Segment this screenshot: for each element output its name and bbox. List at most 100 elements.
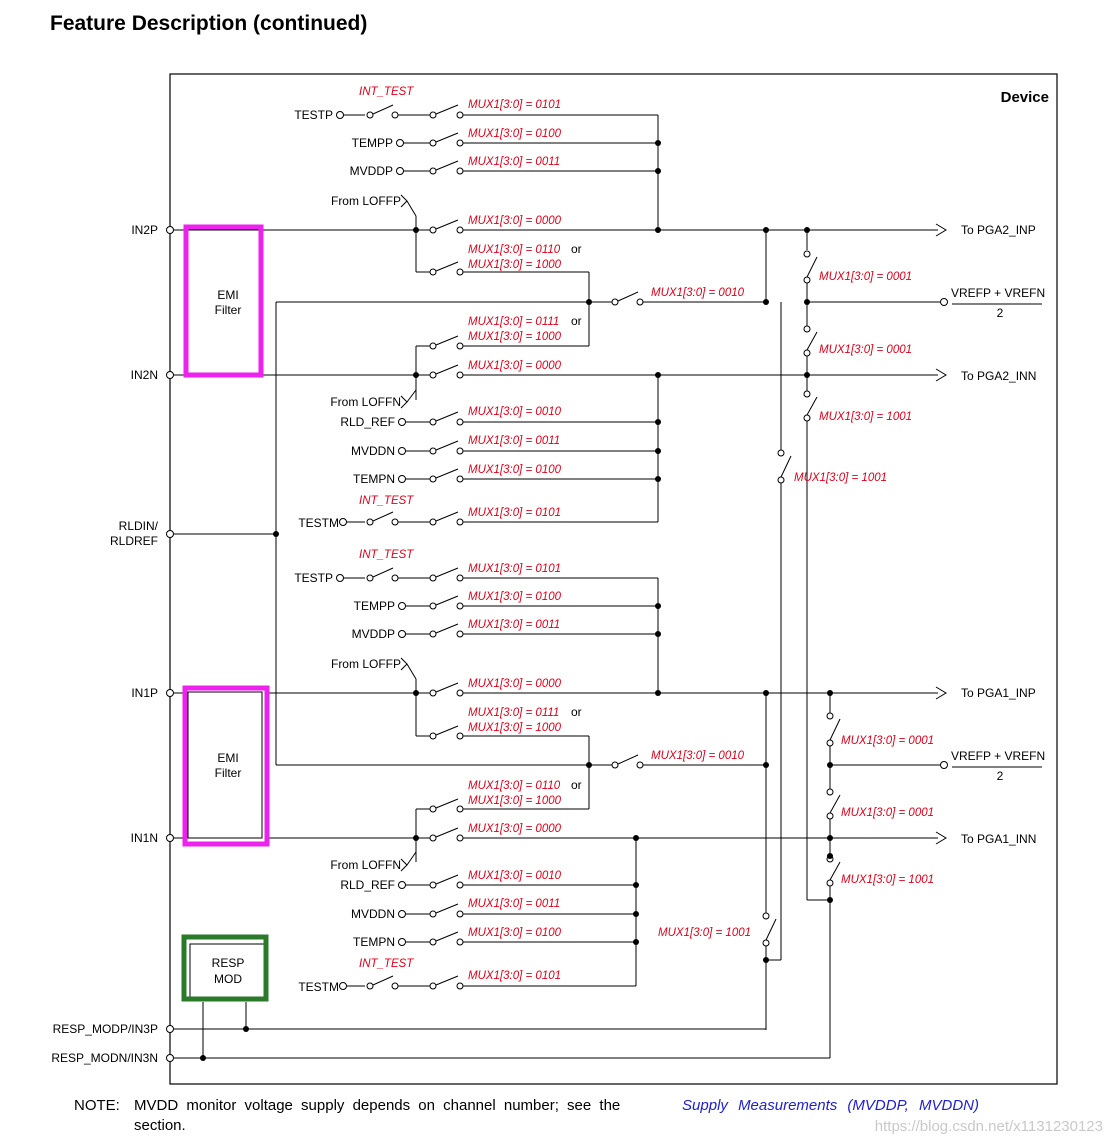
- switch-lever: [829, 718, 841, 741]
- switch-lever: [435, 975, 459, 986]
- pin-terminal: [940, 298, 948, 306]
- tempp-label: TEMPP: [352, 136, 393, 150]
- arrow-head: [935, 368, 947, 382]
- junction-dot: [804, 299, 810, 305]
- switch-contact: [456, 167, 464, 175]
- device-frame: [169, 73, 1058, 1085]
- pin-terminal: [398, 418, 406, 426]
- switch-contact: [429, 732, 437, 740]
- switch-contact: [429, 805, 437, 813]
- switch-contact: [826, 712, 834, 720]
- switch-lever: [435, 874, 459, 885]
- emi-filter-2-highlight: [183, 224, 264, 378]
- pin-terminal: [166, 689, 174, 697]
- emi-filter-1-label-1: EMI: [217, 751, 238, 765]
- mux-label: MUX1[3:0] = 0001: [841, 735, 934, 747]
- pin-terminal: [398, 475, 406, 483]
- mux-label: MUX1[3:0] = 0001: [819, 271, 912, 283]
- mux-label: MUX1[3:0] = 0101: [468, 970, 561, 982]
- highlight-boxes: [181, 224, 270, 1002]
- switch-contact: [456, 938, 464, 946]
- switch-contact: [456, 342, 464, 350]
- mux-label: MUX1[3:0] = 0101: [468, 563, 561, 575]
- junction-dot: [633, 911, 639, 917]
- switch-contact: [456, 418, 464, 426]
- switch-contact: [456, 805, 464, 813]
- switch-contact: [803, 250, 811, 258]
- output-label-pga2-inp: To PGA2_INP: [961, 223, 1036, 237]
- switch-contact: [429, 226, 437, 234]
- resp-mod-highlight: [181, 934, 269, 1002]
- switch-lever: [435, 567, 459, 578]
- switch-lever: [435, 827, 459, 838]
- junction-dot: [655, 476, 661, 482]
- switch-lever: [435, 798, 459, 809]
- switch-contact: [456, 689, 464, 697]
- switch-lever: [435, 595, 459, 606]
- switch-contact: [366, 574, 374, 582]
- switch-contact: [429, 689, 437, 697]
- switch-lever: [435, 335, 459, 346]
- switch-contact: [429, 518, 437, 526]
- switch-contact: [803, 276, 811, 284]
- int-test-label: INT_TEST: [359, 958, 414, 970]
- pin-label-in1n: IN1N: [131, 831, 158, 845]
- mux-label: MUX1[3:0] = 0000: [468, 823, 562, 835]
- switch-contact: [429, 268, 437, 276]
- switch-contact: [826, 812, 834, 820]
- wire: [406, 200, 417, 217]
- junction-dot: [827, 762, 833, 768]
- mux-label: MUX1[3:0] = 0000: [468, 678, 562, 690]
- junction-dot: [655, 603, 661, 609]
- switch-lever: [806, 331, 818, 351]
- mux-label: MUX1[3:0] = 0011: [468, 435, 560, 447]
- junction-dot: [586, 299, 592, 305]
- switch-contact: [456, 910, 464, 918]
- mux-label: MUX1[3:0] = 0011: [468, 156, 560, 168]
- junction-dot: [763, 690, 769, 696]
- supply-measurements-link[interactable]: Supply Measurements (MVDDP, MVDDN): [682, 1097, 979, 1114]
- junction-dot: [763, 299, 769, 305]
- mux-label: MUX1[3:0] = 0101: [468, 99, 561, 111]
- pin-terminal: [339, 518, 347, 526]
- switch-lever: [435, 931, 459, 942]
- mux-label: MUX1[3:0] = 0010: [651, 750, 745, 762]
- resp-mod-label-1: RESP: [212, 956, 245, 970]
- wires: [169, 73, 1058, 1085]
- pin-terminal: [166, 834, 174, 842]
- junction-dot: [633, 939, 639, 945]
- pin-terminal: [166, 226, 174, 234]
- note-head: NOTE:: [74, 1097, 120, 1114]
- mux-label: MUX1[3:0] = 0011: [468, 619, 560, 631]
- switch-contact: [429, 139, 437, 147]
- from-loffp-label: From LOFFP: [331, 194, 401, 208]
- junction-dot: [763, 957, 769, 963]
- vref-denominator: 2: [997, 769, 1004, 783]
- loff-feed: [400, 194, 408, 208]
- mux-label: MUX1[3:0] = 0001: [819, 344, 912, 356]
- mux-label: MUX1[3:0] = 1001: [658, 927, 751, 939]
- switch-contact: [366, 982, 374, 990]
- switch-lever: [617, 754, 639, 765]
- switch-contact: [429, 982, 437, 990]
- switch-lever: [829, 861, 841, 881]
- junction-dot: [827, 897, 833, 903]
- switch-contact: [429, 602, 437, 610]
- or-label: or: [571, 705, 582, 719]
- switch-contact: [429, 574, 437, 582]
- switch-lever: [435, 104, 459, 115]
- switch-contact: [456, 834, 464, 842]
- switch-lever: [435, 440, 459, 451]
- mux-label: MUX1[3:0] = 0000: [468, 215, 562, 227]
- pin-terminal: [398, 630, 406, 638]
- note-text-before: MVDD monitor voltage supply depends on c…: [134, 1097, 621, 1114]
- rld-ref-label: RLD_REF: [340, 415, 395, 429]
- switch-contact: [803, 325, 811, 333]
- mux-label: MUX1[3:0] = 0010: [468, 406, 562, 418]
- switch-contact: [391, 518, 399, 526]
- switch-lever: [435, 903, 459, 914]
- arrow-head: [935, 831, 947, 845]
- note-line-1: NOTE: MVDD monitor voltage supply depend…: [74, 1096, 979, 1116]
- pin-terminal: [396, 167, 404, 175]
